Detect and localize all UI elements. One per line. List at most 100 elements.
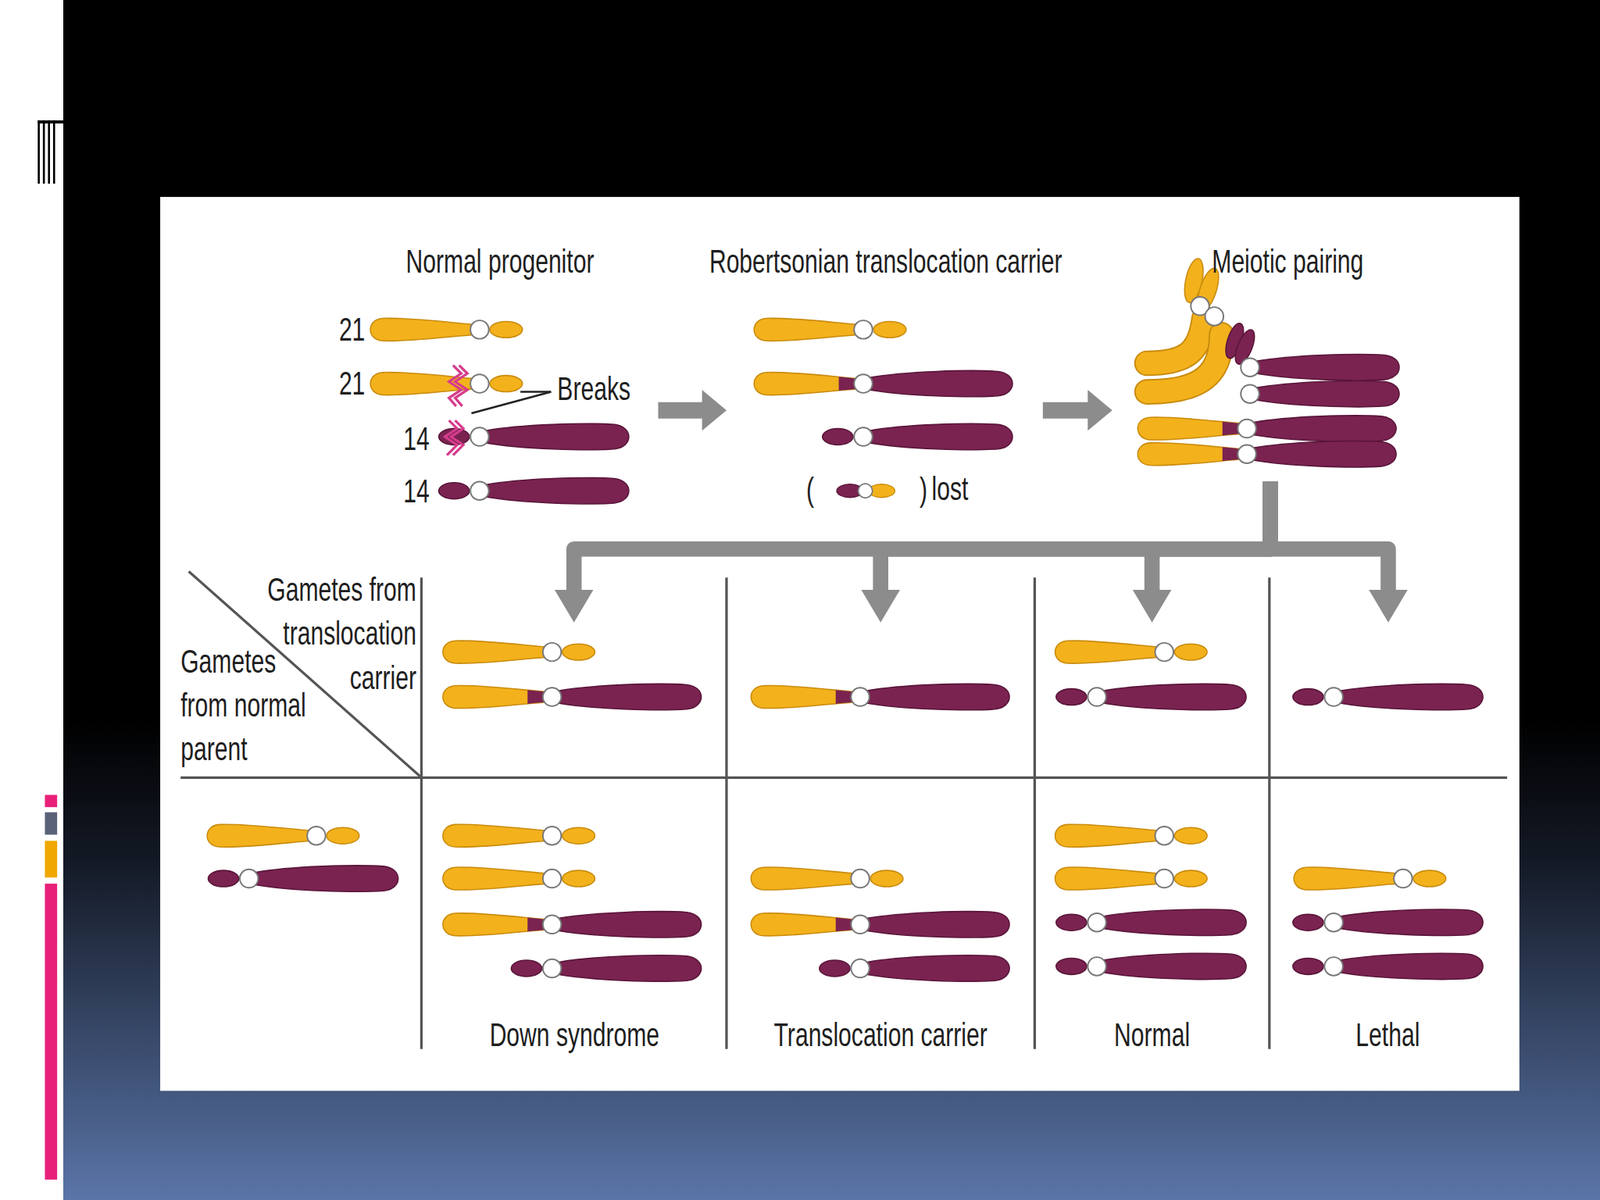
table-header: Gametes from translocation carrier	[251, 568, 417, 700]
arrow-shaft	[880, 481, 1271, 594]
chr21-arm	[1146, 318, 1204, 364]
decor-stripe	[37, 120, 40, 184]
chromosome-number: 21	[339, 367, 365, 400]
translocation-chromosome	[750, 911, 1010, 938]
translocation-chromatid	[1137, 415, 1397, 442]
stage-group: Meiotic pairing	[1112, 236, 1429, 482]
chromosome-21	[750, 867, 904, 890]
chromosome-21	[1055, 867, 1208, 890]
parenthesis: (	[806, 473, 815, 507]
chromosome-14	[1056, 683, 1247, 710]
decor-block	[44, 812, 58, 836]
connector-arrow	[1270, 481, 1408, 622]
stage-title: Robertsonian translocation carrier	[709, 244, 1063, 278]
chromosome-21	[370, 317, 523, 341]
chromosome-21	[442, 867, 596, 890]
connector-arrow	[657, 389, 727, 431]
table-line	[1033, 577, 1036, 1049]
chromosome-21	[1293, 867, 1447, 890]
leader-line	[520, 390, 551, 393]
arrow-shaft	[1270, 481, 1389, 594]
connector-arrow	[860, 481, 1271, 622]
decor-block	[44, 794, 58, 808]
connector-arrow	[554, 481, 1271, 622]
stage-title: Meiotic pairing	[1211, 244, 1364, 278]
break-mark	[444, 365, 468, 456]
arrow-shaft	[1152, 481, 1272, 594]
note-label: lost	[932, 472, 969, 506]
decor-block	[44, 840, 58, 878]
outcome-label: Lethal	[1355, 1018, 1420, 1052]
connector-arrow	[1042, 389, 1113, 431]
chromosome-14	[439, 478, 629, 504]
arrow-shaft	[657, 402, 704, 419]
stage-title: Normal progenitor	[406, 244, 595, 278]
chr21-arm-outline	[1146, 318, 1204, 364]
chromosome-number: 14	[403, 422, 429, 456]
chromosome-14-chromatid	[1240, 354, 1400, 381]
break-zigzag	[450, 420, 464, 455]
chromosome-21	[442, 640, 596, 664]
translocation-chromosome	[442, 911, 702, 938]
translocation-chromosome	[750, 683, 1010, 710]
chromosome-21	[370, 372, 523, 396]
decor-stripe	[42, 120, 46, 184]
chromosome-14	[207, 865, 398, 892]
arrow-head	[1132, 589, 1172, 623]
arrow-head	[1087, 389, 1112, 431]
decor-stripe	[53, 120, 56, 184]
callout-label: Breaks	[557, 372, 631, 406]
chromosome-number: 14	[403, 474, 429, 508]
translocation-chromosome	[442, 683, 702, 710]
decor-stripe	[47, 120, 50, 184]
chromosome-14	[1292, 909, 1483, 936]
chromosome-14	[819, 955, 1010, 982]
outcome-column: Normal	[1034, 622, 1269, 1072]
lost-chromosome	[836, 483, 895, 498]
translocation-chromosome	[753, 370, 1013, 397]
chromosome-14	[822, 423, 1013, 450]
outcome-label: Down syndrome	[489, 1018, 660, 1052]
outcome-label: Translocation carrier	[774, 1018, 988, 1052]
table-line	[725, 577, 728, 1049]
arrow-head	[1368, 589, 1408, 623]
outcome-column: Lethal	[1269, 622, 1508, 1072]
outcome-column: Translocation carrier	[726, 622, 1035, 1072]
chromosome-21	[207, 824, 360, 847]
chromosome-21	[1055, 824, 1208, 847]
chromosome-14-chromatid	[1240, 381, 1400, 408]
break-zigzag	[455, 365, 468, 407]
chromosome-21	[753, 317, 907, 341]
chr21-arm-outline	[1146, 334, 1222, 392]
chromosome-14	[1292, 683, 1483, 710]
centromere	[1205, 307, 1225, 326]
table-header: Gametes from normal parent	[180, 639, 328, 772]
figure-panel	[160, 196, 1520, 1091]
translocation-chromatid	[1137, 441, 1397, 468]
arrow-shaft	[574, 481, 1271, 594]
arrow-head	[702, 389, 727, 431]
table-line	[180, 776, 1508, 779]
leader-line	[471, 392, 551, 414]
arrow-shaft	[1042, 402, 1090, 419]
chromosome-14	[1056, 953, 1247, 979]
chr21-arm	[1146, 334, 1222, 392]
slide-background	[63, 0, 1600, 1200]
decor-bar	[44, 883, 58, 1180]
outcome-column: Down syndrome	[421, 622, 727, 1072]
stage-group: Robertsonian translocation carrier	[726, 236, 1043, 513]
chromosome-14	[510, 955, 701, 982]
chromosome-14	[1292, 953, 1483, 979]
slide-decoration	[37, 120, 64, 1180]
chromosome-number: 21	[339, 313, 365, 347]
parenthesis: )	[919, 473, 928, 507]
arrow-head	[554, 589, 594, 623]
table-line	[420, 577, 423, 1049]
outcome-label: Normal	[1114, 1018, 1190, 1052]
connector-arrow	[1132, 481, 1271, 622]
arrow-head	[860, 589, 900, 623]
decor-stripe	[37, 120, 64, 124]
